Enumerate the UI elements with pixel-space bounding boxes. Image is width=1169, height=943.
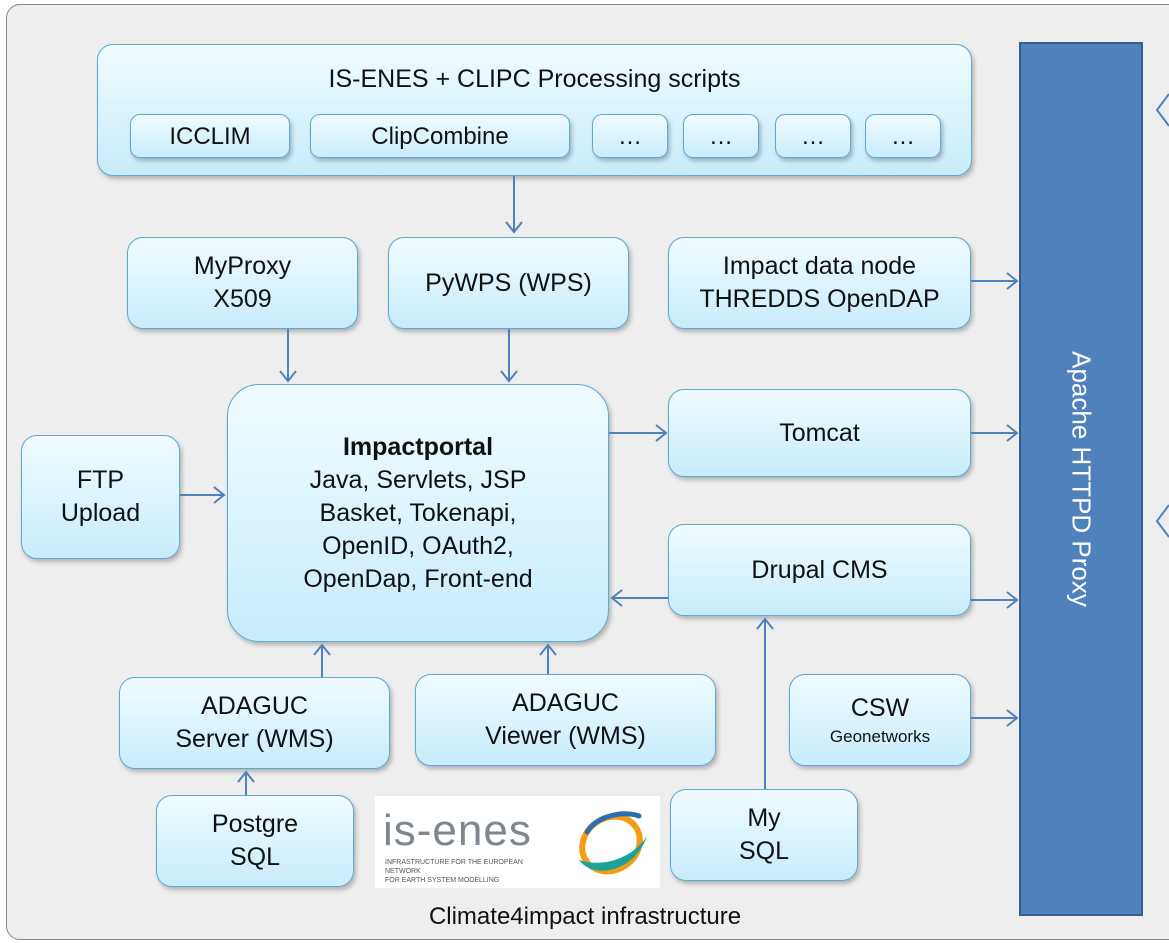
arrow-postgresql-to-adagucserver bbox=[237, 770, 255, 795]
ftp-line1: FTP bbox=[76, 466, 125, 494]
arrow-mysql-to-drupal bbox=[756, 617, 774, 789]
logo-tagline-line1: INFRASTRUCTURE FOR THE EUROPEAN NETWORK bbox=[385, 859, 523, 875]
impactportal-line: Basket, Tokenapi, bbox=[319, 498, 517, 527]
csw-box: CSW Geonetworks bbox=[789, 674, 971, 766]
impactportal-line: OpenID, OAuth2, bbox=[322, 531, 514, 560]
pywps-label: PyWPS (WPS) bbox=[425, 268, 592, 297]
pywps-box: PyWPS (WPS) bbox=[388, 237, 629, 329]
arrow-adagucserver-to-impactportal bbox=[313, 643, 331, 677]
apache-httpd-proxy: Apache HTTPD Proxy bbox=[1019, 42, 1143, 916]
mysql-line2: SQL bbox=[738, 837, 790, 865]
adaguc-viewer-line1: ADAGUC bbox=[512, 689, 619, 717]
impactportal-title: Impactportal bbox=[342, 432, 494, 461]
arrow-adagucviewer-to-impactportal bbox=[539, 643, 557, 674]
script-label: … bbox=[801, 122, 825, 150]
script-label: … bbox=[891, 122, 915, 150]
adaguc-server-line2: Server (WMS) bbox=[175, 725, 334, 753]
logo-tagline: INFRASTRUCTURE FOR THE EUROPEAN NETWORK … bbox=[385, 858, 555, 885]
ftp-upload-box: FTP Upload bbox=[21, 435, 180, 559]
script-clipcombine: ClipCombine bbox=[310, 114, 570, 158]
arrow-myproxy-to-impactportal bbox=[279, 329, 297, 383]
script-more-2: … bbox=[683, 114, 759, 158]
csw-line1: CSW bbox=[850, 693, 910, 722]
arrow-drupal-to-impactportal bbox=[610, 589, 668, 607]
tomcat-label: Tomcat bbox=[779, 418, 860, 447]
csw-line2: Geonetworks bbox=[829, 726, 931, 746]
drupal-label: Drupal CMS bbox=[751, 555, 888, 584]
script-icclim: ICCLIM bbox=[130, 114, 290, 158]
postgresql-box: Postgre SQL bbox=[156, 795, 354, 887]
arrow-processing-to-pywps bbox=[505, 176, 523, 234]
arrow-impactportal-to-tomcat bbox=[609, 424, 668, 442]
arrow-csw-to-proxy bbox=[971, 709, 1019, 727]
script-label: … bbox=[618, 122, 642, 150]
adaguc-server-line1: ADAGUC bbox=[201, 692, 308, 720]
mysql-box: My SQL bbox=[670, 789, 858, 881]
impactportal-box: Impactportal Java, Servlets, JSP Basket,… bbox=[227, 384, 609, 642]
postgresql-line2: SQL bbox=[229, 843, 281, 871]
processing-scripts-title: IS-ENES + CLIPC Processing scripts bbox=[328, 65, 741, 93]
ftp-line2: Upload bbox=[60, 499, 141, 527]
myproxy-line2: X509 bbox=[213, 285, 272, 313]
myproxy-line1: MyProxy bbox=[193, 252, 292, 280]
arrow-datanode-to-proxy bbox=[971, 272, 1019, 290]
arrow-incoming-middle bbox=[1155, 504, 1169, 538]
logo-swirl-icon bbox=[579, 811, 647, 875]
script-more-1: … bbox=[592, 114, 668, 158]
diagram-caption: Climate4impact infrastructure bbox=[428, 903, 742, 930]
impact-data-node-line1: Impact data node bbox=[722, 252, 917, 280]
arrow-ftp-to-impactportal bbox=[180, 486, 226, 504]
postgresql-line1: Postgre bbox=[211, 810, 299, 838]
arrow-incoming-top bbox=[1155, 93, 1169, 127]
script-label: ClipCombine bbox=[371, 122, 509, 150]
arrow-tomcat-to-proxy bbox=[971, 424, 1019, 442]
script-more-4: … bbox=[865, 114, 941, 158]
script-more-3: … bbox=[775, 114, 851, 158]
adaguc-viewer-line2: Viewer (WMS) bbox=[485, 722, 646, 750]
logo-tagline-line2: FOR EARTH SYSTEM MODELLING bbox=[385, 877, 500, 884]
tomcat-box: Tomcat bbox=[668, 389, 971, 477]
arrow-drupal-to-proxy bbox=[971, 591, 1019, 609]
impact-data-node-line2: THREDDS OpenDAP bbox=[699, 285, 940, 313]
is-enes-logo: is-enes INFRASTRUCTURE FOR THE EUROPEAN … bbox=[375, 796, 660, 888]
mysql-line1: My bbox=[747, 804, 781, 832]
logo-wordmark: is-enes bbox=[383, 806, 532, 855]
script-label: … bbox=[709, 122, 733, 150]
script-label: ICCLIM bbox=[169, 122, 251, 150]
drupal-cms-box: Drupal CMS bbox=[668, 524, 971, 616]
arrow-pywps-to-impactportal bbox=[500, 329, 518, 383]
impact-data-node-box: Impact data node THREDDS OpenDAP bbox=[668, 237, 971, 329]
adaguc-server-box: ADAGUC Server (WMS) bbox=[119, 677, 390, 769]
adaguc-viewer-box: ADAGUC Viewer (WMS) bbox=[415, 674, 716, 766]
impactportal-line: Java, Servlets, JSP bbox=[309, 465, 527, 494]
myproxy-box: MyProxy X509 bbox=[127, 237, 358, 329]
impactportal-line: OpenDap, Front-end bbox=[303, 564, 533, 593]
